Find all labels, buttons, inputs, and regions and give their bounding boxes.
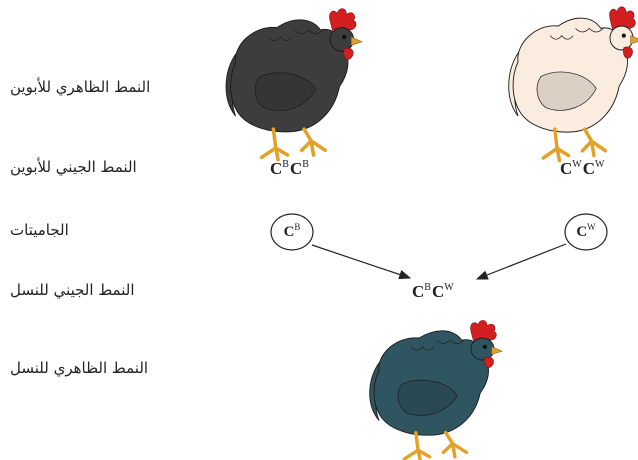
label-parents-genotype: النمط الجيني للأبوين bbox=[10, 158, 137, 176]
blue-hen-icon bbox=[368, 318, 504, 460]
white-hen-icon bbox=[506, 4, 638, 163]
gamete-right-circle bbox=[564, 213, 608, 251]
gamete-left-label: CB bbox=[283, 222, 301, 240]
label-parents-phenotype: النمط الظاهري للأبوين bbox=[10, 78, 151, 96]
genotype-offspring: CBCW bbox=[412, 282, 454, 301]
arrow-right bbox=[475, 243, 567, 280]
black-hen-icon bbox=[224, 6, 364, 162]
arrow-left bbox=[311, 244, 412, 280]
genotype-white-parent: CWCW bbox=[560, 159, 605, 178]
label-gametes: الجاميتات bbox=[10, 221, 69, 239]
label-offspring-genotype: النمط الجيني للنسل bbox=[10, 281, 135, 299]
gamete-right-label: CW bbox=[576, 222, 596, 240]
label-offspring-phenotype: النمط الظاهري للنسل bbox=[10, 359, 149, 377]
genotype-black-parent: CBCB bbox=[270, 159, 309, 178]
gamete-left-circle bbox=[270, 213, 314, 251]
